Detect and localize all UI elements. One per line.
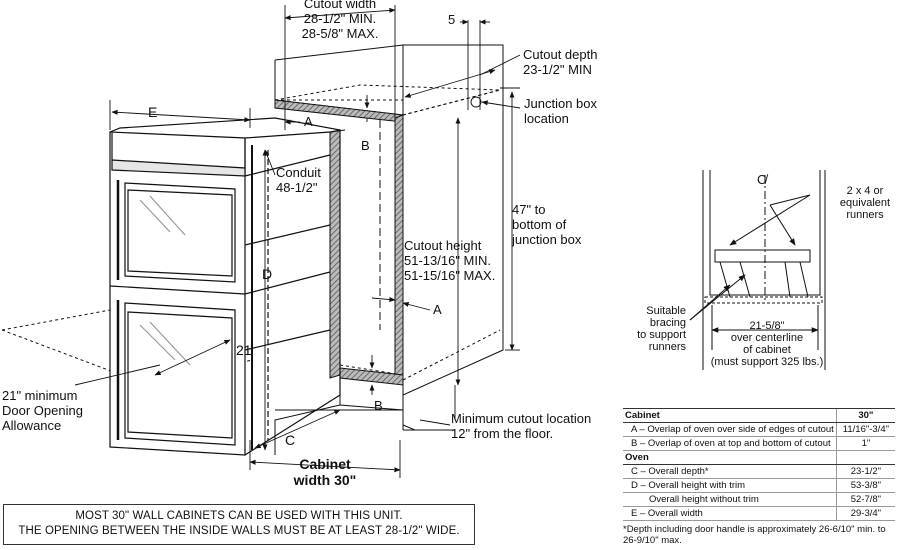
note-line-1: MOST 30" WALL CABINETS CAN BE USED WITH … [75,510,403,522]
dim-21-label: 21 [236,342,252,358]
dim-c-label: C [285,432,296,448]
spec-section-oven: Oven [623,450,895,465]
dim-b-bottom-label: B [374,398,383,413]
spec-row-d: D – Overall height with trim 53-3/8" [623,478,895,493]
cabinet-width-label: Cabinet width 30" [293,456,357,488]
cutout-depth-label: Cutout depth 23-1/2" MIN [523,47,598,77]
spec-row-d2: Overall height without trim 52-7/8" [623,492,895,507]
spec-value: 29-3/4" [835,506,895,521]
bracing-label: Suitable bracing to support runners [637,305,686,353]
spec-value: 1" [835,436,895,451]
spec-section-label: Cabinet [623,408,837,423]
dim-b-top-label: B [361,138,370,153]
cutout-left-wall [329,129,341,379]
conduit-label: Conduit 48-1/2" [276,165,321,195]
cutout-width-label: Cutout width 28-1/2" MIN. 28-5/8" MAX. [301,0,379,41]
spec-row-e: E – Overall width 29-3/4" [623,506,895,521]
cutout-bottom-wall [339,367,404,386]
spec-footnote: *Depth including door handle is approxim… [623,524,886,546]
runner-detail [689,170,826,370]
junction-height-label: 47" to bottom of junction box [512,202,582,247]
spec-label: B – Overlap of oven at top and bottom of… [623,436,837,451]
spec-label: Overall height without trim [623,492,837,507]
cabinet-note: MOST 30" WALL CABINETS CAN BE USED WITH … [3,504,475,545]
dim-e-label: E [148,104,158,120]
dimension-lines [74,5,521,478]
spec-label: D – Overall height with trim [623,478,837,493]
spec-value: 11/16"-3/4" [835,422,895,437]
junction-box-label: Junction box location [524,96,597,126]
spec-value: 53-3/8" [835,478,895,493]
dim-a-top-label: A [304,114,313,129]
spec-row-b: B – Overlap of oven at top and bottom of… [623,436,895,451]
cutout-top-wall [274,99,404,123]
spec-label: A – Overlap of oven over side of edges o… [623,422,837,437]
spec-label: E – Overall width [623,506,837,521]
door-allowance-label: 21" minimum Door Opening Allowance [2,388,83,433]
centerline-label: C̸ [757,172,767,187]
spec-row-a: A – Overlap of oven over side of edges o… [623,422,895,437]
spec-row-c: C – Overall depth* 23-1/2" [623,464,895,479]
runners-label: 2 x 4 or equivalent runners [839,185,891,221]
note-line-2: THE OPENING BETWEEN THE INSIDE WALLS MUS… [18,525,460,537]
dim-5-label: 5 [448,12,456,27]
dim-d-label: D [262,266,273,282]
spec-table: Cabinet 30" A – Overlap of oven over sid… [623,408,895,546]
spec-section-label: Oven [623,450,837,465]
spec-label: C – Overall depth* [623,464,837,479]
over-centerline-label: 21-5/8" over centerline of cabinet (must… [710,320,824,368]
spec-section-cabinet: Cabinet 30" [623,408,895,423]
min-cutout-label: Minimum cutout location 12" from the flo… [451,411,592,441]
cutout-height-label: Cutout height 51-13/16" MIN. 51-15/16" M… [404,238,496,283]
cutout-right-wall [394,114,404,381]
dim-a-mid-label: A [433,302,442,317]
spec-value: 52-7/8" [835,492,895,507]
spec-section-value: 30" [835,408,895,423]
cabinet-box [274,44,504,455]
spec-value: 23-1/2" [835,464,895,479]
